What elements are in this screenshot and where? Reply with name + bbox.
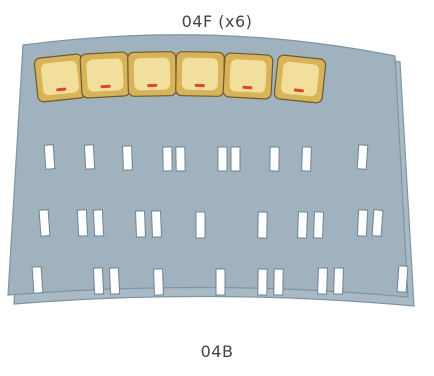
slot — [83, 144, 96, 170]
slot — [273, 268, 284, 296]
slot — [175, 146, 186, 172]
part-label-04b: 04B — [200, 342, 234, 361]
slot — [297, 211, 308, 239]
slot-row-2 — [38, 209, 384, 239]
slot — [151, 210, 162, 238]
slot — [108, 267, 121, 295]
slot — [396, 265, 409, 293]
slot — [31, 266, 44, 294]
slot — [162, 146, 173, 172]
slot — [257, 268, 268, 296]
button-04f-3 — [127, 51, 177, 97]
button-04f-6 — [273, 54, 327, 104]
slot — [313, 211, 324, 239]
slot — [301, 146, 312, 172]
slot-row-3 — [31, 265, 409, 296]
part-label-04f: 04F (x6) — [181, 12, 253, 31]
slot — [195, 211, 206, 239]
slot — [76, 209, 89, 237]
slot — [92, 209, 105, 237]
slot — [230, 146, 241, 172]
slot — [153, 268, 164, 296]
slot — [43, 144, 56, 170]
button-04f-5 — [222, 52, 274, 100]
slot — [92, 267, 105, 295]
button-04f-4 — [175, 51, 225, 97]
button-04f-2 — [79, 51, 131, 99]
slot — [257, 211, 268, 239]
button-04f-1 — [33, 53, 87, 103]
slot — [217, 146, 228, 172]
slot — [371, 209, 384, 237]
slot — [356, 209, 369, 237]
slot — [356, 144, 369, 170]
slot — [215, 268, 226, 296]
slot — [269, 146, 280, 172]
button-group-04f — [33, 51, 327, 104]
slot — [135, 210, 146, 238]
slot-row-1 — [43, 144, 369, 172]
slot — [122, 145, 133, 171]
slot — [333, 267, 344, 295]
slot-grid — [31, 144, 409, 296]
slot — [38, 209, 51, 237]
slot — [317, 267, 328, 295]
